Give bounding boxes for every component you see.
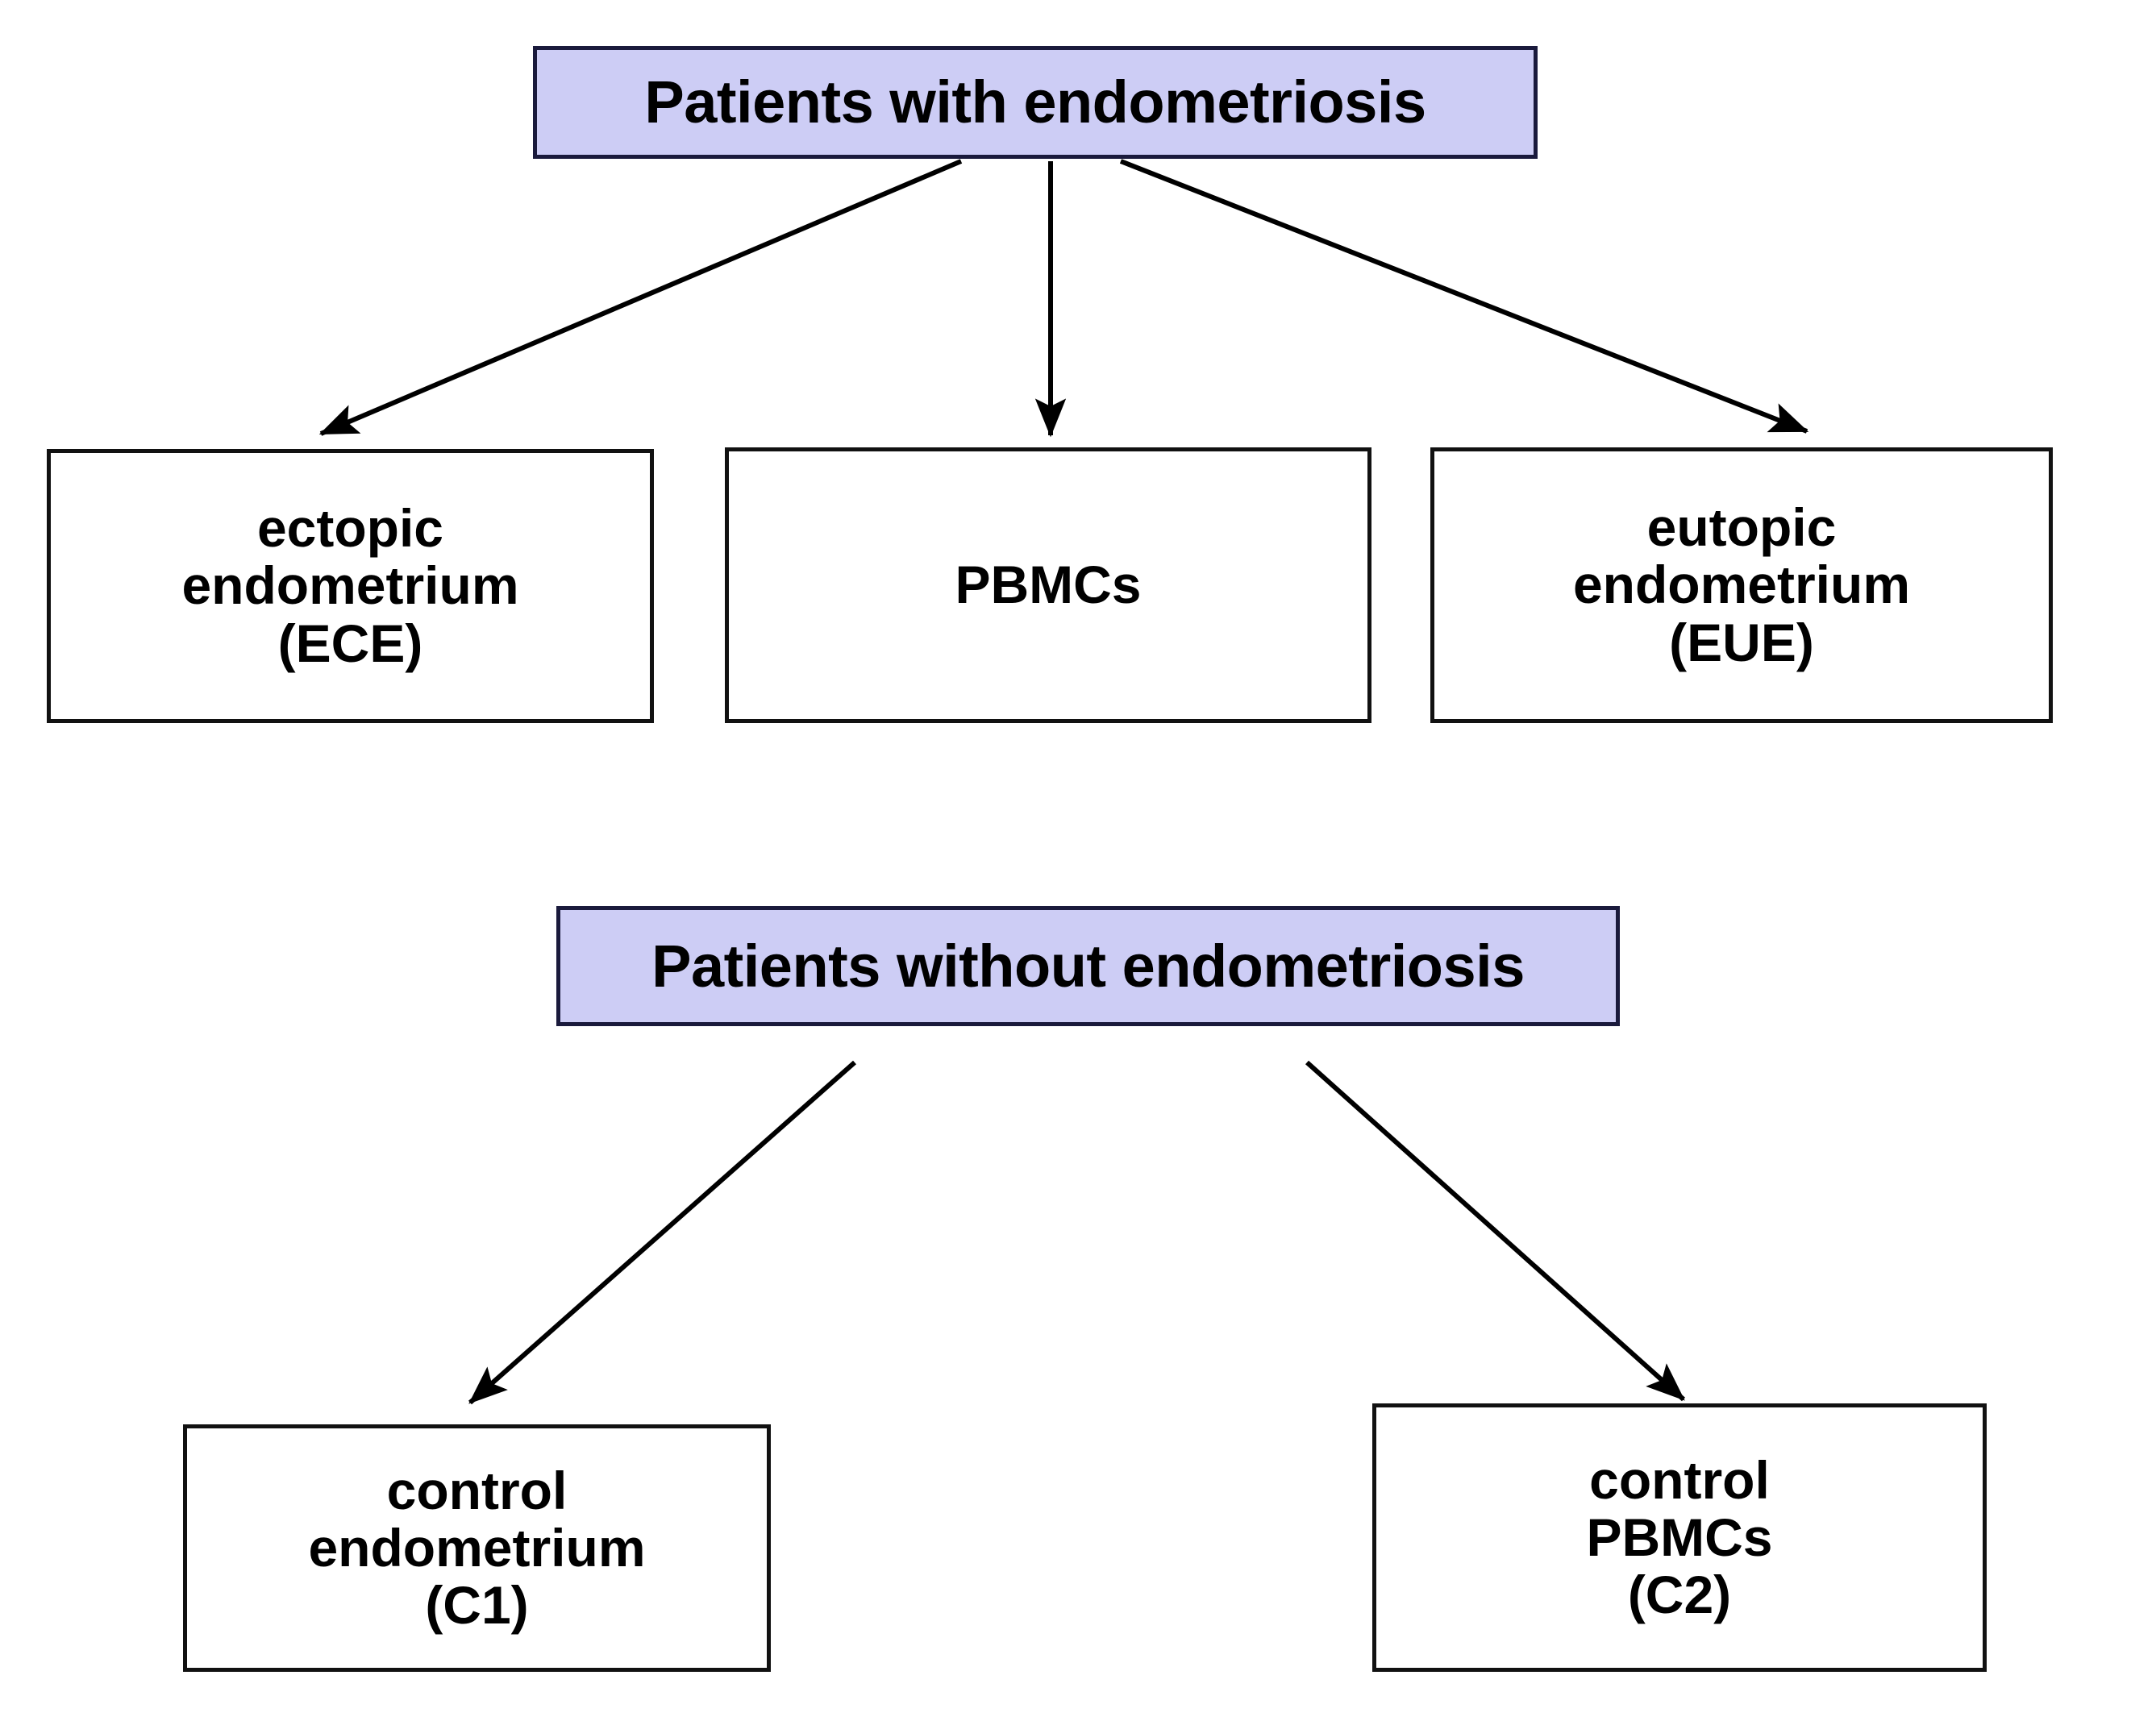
arrow-no-endometriosis-to-c1 — [468, 1060, 856, 1405]
sample-box-label: PBMCs — [955, 555, 1142, 615]
sample-box-pbmcs: PBMCs — [725, 447, 1371, 723]
sample-box-eutopic-endometrium: eutopic endometrium (EUE) — [1430, 447, 2053, 723]
sample-box-label: ectopic endometrium (ECE) — [181, 498, 519, 673]
group-header-label: Patients without endometriosis — [651, 932, 1525, 1000]
group-header-patients-with-endometriosis: Patients with endometriosis — [533, 46, 1538, 159]
sample-box-control-endometrium: control endometrium (C1) — [183, 1424, 771, 1672]
sample-box-ectopic-endometrium: ectopic endometrium (ECE) — [47, 449, 654, 723]
group-header-label: Patients with endometriosis — [644, 69, 1426, 136]
sample-box-label: eutopic endometrium (EUE) — [1572, 497, 1911, 672]
arrow-endometriosis-to-ece — [318, 159, 963, 436]
sample-box-label: control endometrium (C1) — [308, 1460, 646, 1636]
group-header-patients-without-endometriosis: Patients without endometriosis — [556, 906, 1620, 1026]
arrow-no-endometriosis-to-c2 — [1305, 1060, 1686, 1402]
sample-box-control-pbmcs: control PBMCs (C2) — [1372, 1403, 1987, 1672]
arrow-endometriosis-to-eue — [1119, 159, 1809, 434]
sample-box-label: control PBMCs (C2) — [1586, 1449, 1773, 1625]
